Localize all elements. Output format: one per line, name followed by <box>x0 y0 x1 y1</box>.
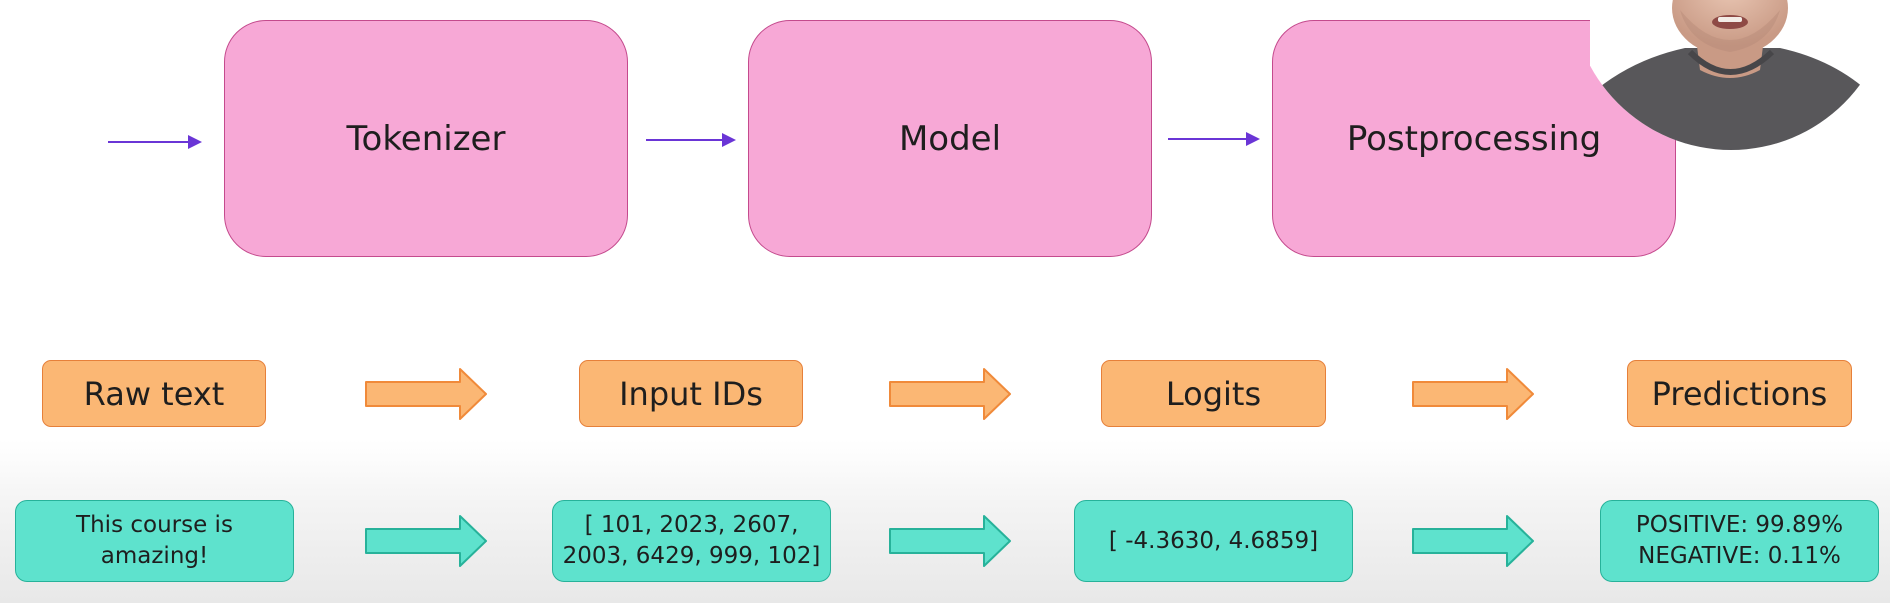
input-ids-box: Input IDs <box>579 360 803 427</box>
logits-label: Logits <box>1165 374 1262 413</box>
raw-text-example-box: This course is amazing! <box>15 500 294 582</box>
orange-arrow-3 <box>1412 368 1534 420</box>
predictions-box: Predictions <box>1627 360 1852 427</box>
model-stage-box: Model <box>748 20 1152 257</box>
predictions-label: Predictions <box>1651 374 1828 413</box>
tokenizer-stage-label: Tokenizer <box>346 118 506 159</box>
raw-text-label: Raw text <box>83 374 225 413</box>
logits-box: Logits <box>1101 360 1326 427</box>
predictions-example-box: POSITIVE: 99.89% NEGATIVE: 0.11% <box>1600 500 1879 582</box>
input-ids-example-box: [ 101, 2023, 2607, 2003, 6429, 999, 102] <box>552 500 831 582</box>
teal-arrow-1 <box>365 515 487 567</box>
postprocessing-stage-label: Postprocessing <box>1346 118 1602 159</box>
logits-example: [ -4.3630, 4.6859] <box>1108 527 1319 554</box>
flow-arrow-model-to-postprocessing <box>1168 132 1260 146</box>
raw-text-box: Raw text <box>42 360 266 427</box>
flow-arrow-input <box>108 135 202 149</box>
orange-arrow-2 <box>889 368 1011 420</box>
tokenizer-stage-box: Tokenizer <box>224 20 628 257</box>
presenter-webcam-overlay <box>1590 0 1872 150</box>
flow-arrow-tokenizer-to-model <box>646 133 736 147</box>
raw-text-example: This course is amazing! <box>76 512 233 569</box>
orange-arrow-1 <box>365 368 487 420</box>
teal-arrow-2 <box>889 515 1011 567</box>
input-ids-example: [ 101, 2023, 2607, 2003, 6429, 999, 102] <box>562 512 821 569</box>
logits-example-box: [ -4.3630, 4.6859] <box>1074 500 1353 582</box>
teal-arrow-3 <box>1412 515 1534 567</box>
model-stage-label: Model <box>898 118 1002 159</box>
input-ids-label: Input IDs <box>619 374 763 413</box>
predictions-example: POSITIVE: 99.89% NEGATIVE: 0.11% <box>1635 512 1844 569</box>
